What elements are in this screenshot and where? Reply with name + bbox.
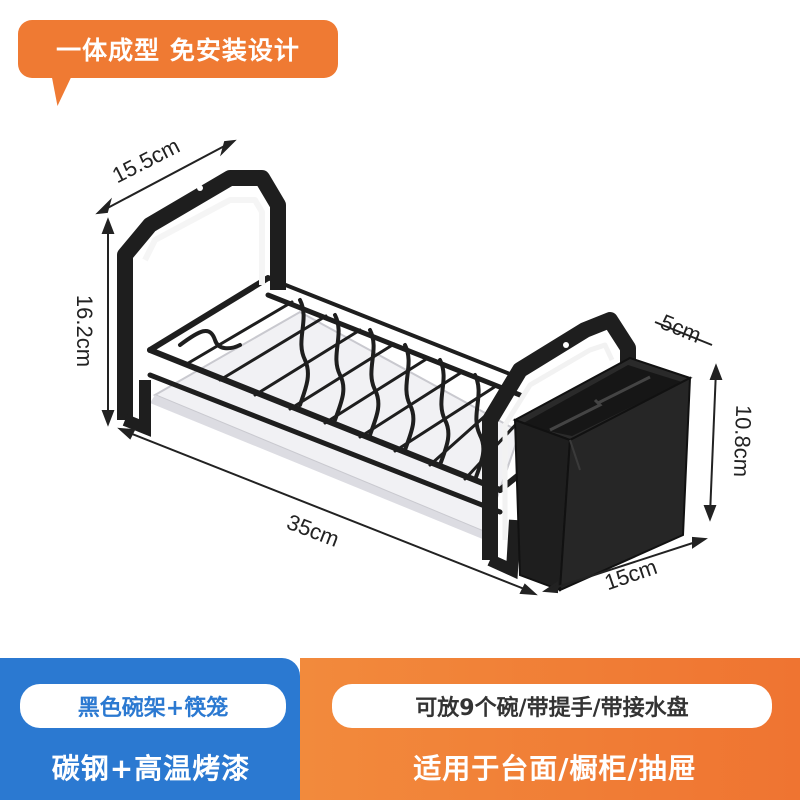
- dimension-lines: [95, 139, 723, 596]
- product-name-pill: 黑色碗架+筷笼: [20, 684, 286, 728]
- feature-panel-orange: [300, 658, 800, 800]
- capacity-pill: 可放9个碗/带提手/带接水盘: [332, 684, 772, 728]
- utensil-holder: [512, 356, 693, 592]
- usage-text: 适用于台面/橱柜/抽屉: [413, 752, 697, 785]
- dim-height-left: 16.2cm: [72, 294, 98, 368]
- feature-panel-blue: [0, 658, 300, 800]
- right-handle: [482, 312, 636, 580]
- capacity-text: 可放9个碗/带提手/带接水盘: [415, 696, 689, 721]
- dim-holder-height: 10.8cm: [728, 404, 757, 478]
- product-name: 黑色碗架+筷笼: [77, 696, 229, 721]
- left-handle: [117, 170, 286, 437]
- material-text: 碳钢+高温烤漆: [51, 752, 251, 785]
- feature-badge: [18, 20, 338, 78]
- feature-bar: 黑色碗架+筷笼 可放9个碗/带提手/带接水盘 碳钢+高温烤漆 适用于台面/橱柜/…: [0, 658, 800, 800]
- feature-badge-text: 一体成型 免安装设计: [56, 36, 300, 65]
